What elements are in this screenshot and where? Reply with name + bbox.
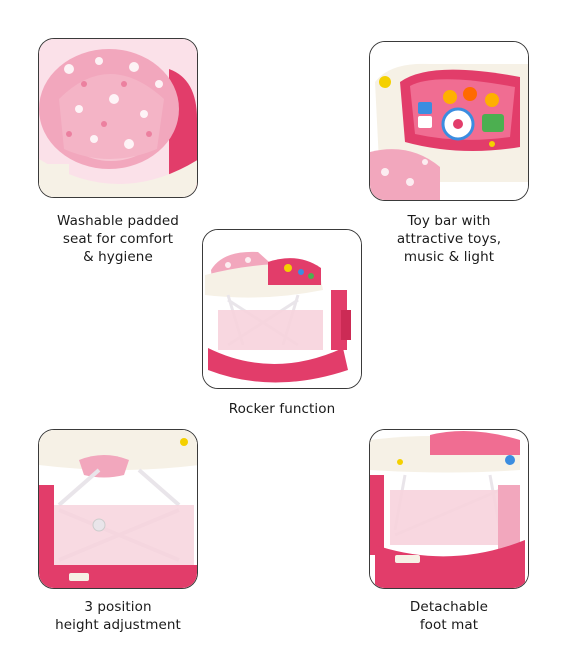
toybar-caption-line: Toy bar with — [407, 213, 491, 229]
footmat-caption: Detachable foot mat — [369, 598, 529, 634]
height-adjust-illustration — [39, 430, 197, 588]
toybar-caption-line: attractive toys, — [396, 231, 502, 247]
toybar-image-card — [369, 41, 529, 201]
foot-mat-illustration — [370, 430, 528, 588]
height-image-card — [38, 429, 198, 589]
rocker-walker-illustration — [203, 230, 361, 388]
toybar-caption: Toy bar with attractive toys, music & li… — [369, 212, 529, 266]
rocker-caption: Rocker function — [202, 400, 362, 418]
toy-bar-illustration — [370, 42, 528, 200]
footmat-image-card — [369, 429, 529, 589]
seat-caption: Washable padded seat for comfort & hygie… — [38, 212, 198, 266]
seat-caption-line: seat for comfort — [62, 231, 174, 247]
seat-caption-line: & hygiene — [83, 249, 153, 265]
footmat-caption-line: Detachable — [409, 599, 489, 615]
seat-caption-line: Washable padded — [57, 213, 179, 229]
footmat-caption-line: foot mat — [419, 617, 479, 633]
rocker-caption-line: Rocker function — [228, 401, 336, 417]
height-caption-line: height adjustment — [55, 617, 181, 633]
height-caption: 3 position height adjustment — [38, 598, 198, 634]
seat-image-card — [38, 38, 198, 198]
padded-seat-illustration — [39, 39, 197, 197]
rocker-image-card — [202, 229, 362, 389]
toybar-caption-line: music & light — [403, 249, 495, 265]
height-caption-line: 3 position — [84, 599, 152, 615]
